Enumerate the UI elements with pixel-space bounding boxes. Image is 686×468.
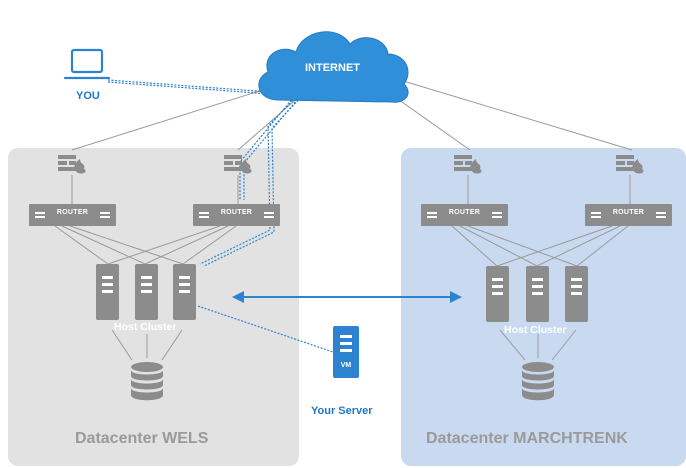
cloud-icon [258, 31, 409, 103]
cluster-label-marchtrenk: Host Cluster [504, 324, 567, 336]
firewall-icon [224, 155, 252, 174]
router-marchtrenk-1: ROUTER [421, 204, 508, 226]
your-server-label: Your Server [311, 405, 373, 417]
router-label: ROUTER [612, 209, 645, 216]
router-wels-2: ROUTER [193, 204, 280, 226]
connection-path [107, 79, 334, 353]
database-icon [522, 362, 554, 401]
database-icon [131, 362, 163, 401]
double-arrow-icon [232, 291, 462, 303]
router-label: ROUTER [220, 209, 253, 216]
port-icon [591, 212, 601, 218]
cluster-label-wels: Host Cluster [114, 321, 177, 333]
datacenter-marchtrenk-title: Datacenter MARCHTRENK [426, 430, 628, 447]
router-label: ROUTER [448, 209, 481, 216]
uplink-lines [54, 79, 633, 361]
server-icon [96, 264, 119, 320]
firewall-icons [58, 155, 644, 174]
server-icon [135, 264, 158, 320]
server-icon [565, 266, 588, 322]
vm-label: VM [340, 362, 352, 369]
port-icon [492, 212, 502, 218]
firewall-icon [58, 155, 86, 174]
firewall-icon [454, 155, 482, 174]
router-marchtrenk-2: ROUTER [585, 204, 672, 226]
port-icon [35, 212, 45, 218]
port-icon [427, 212, 437, 218]
server-icon [526, 266, 549, 322]
port-icon [264, 212, 274, 218]
server-icon [486, 266, 509, 322]
laptop-icon [63, 48, 111, 80]
vm-server-icon: VM [333, 326, 359, 378]
firewall-icon [616, 155, 644, 174]
port-icon [100, 212, 110, 218]
port-icon [656, 212, 666, 218]
you-label: YOU [76, 90, 100, 102]
datacenter-wels-title: Datacenter WELS [75, 430, 209, 447]
port-icon [199, 212, 209, 218]
internet-label: INTERNET [305, 62, 360, 74]
router-wels-1: ROUTER [29, 204, 116, 226]
server-icon [173, 264, 196, 320]
router-label: ROUTER [56, 209, 89, 216]
